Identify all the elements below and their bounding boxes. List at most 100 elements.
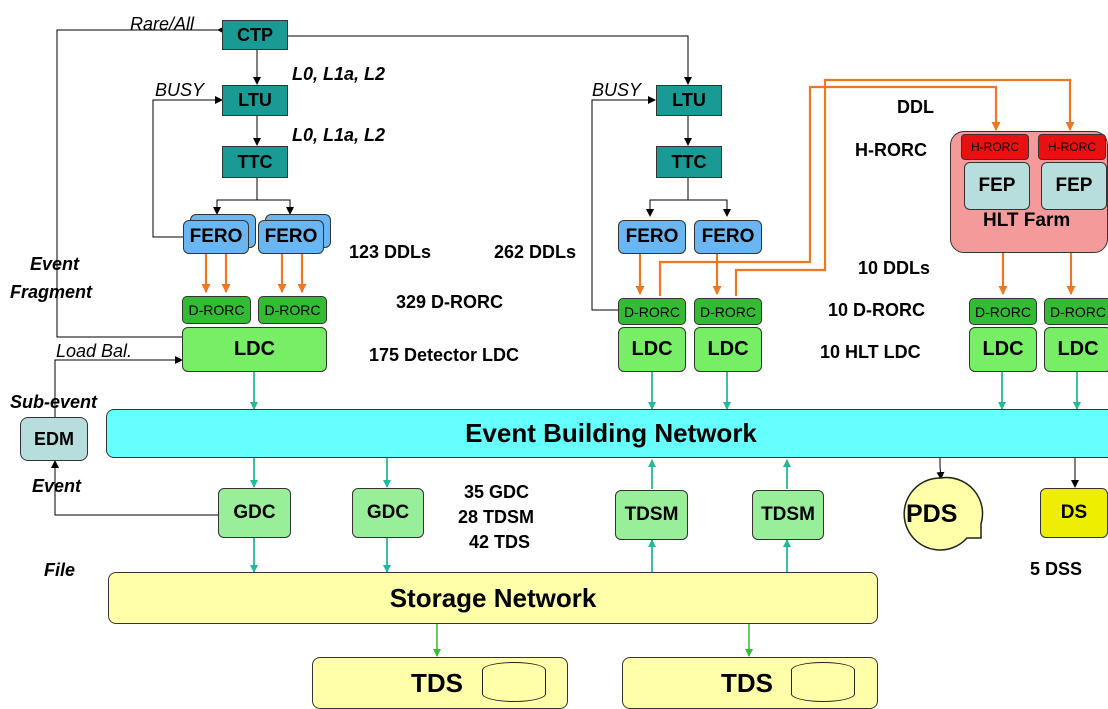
ldc-label: LDC <box>707 338 749 360</box>
ttc-box-middle: TTC <box>656 146 722 178</box>
tdsm-box-1: TDSM <box>615 490 688 540</box>
ldc-label: LDC <box>1057 338 1099 360</box>
ttc-label: TTC <box>671 151 707 172</box>
drorc-box-6: D-RORC <box>1044 298 1108 325</box>
storage-links <box>433 617 753 657</box>
fep-label: FEP <box>1055 175 1093 196</box>
ttc-box-left: TTC <box>222 146 288 178</box>
drorc-box-1: D-RORC <box>182 296 251 324</box>
hrorc-box-2: H-RORC <box>1038 134 1106 160</box>
ddl-label: DDL <box>897 97 934 117</box>
fero-label: FERO <box>701 226 755 247</box>
hrorc-label: H-RORC <box>971 140 1019 154</box>
event-label: Event <box>32 476 82 496</box>
gdc-box-1: GDC <box>218 488 291 538</box>
edm-label: EDM <box>34 428 74 449</box>
fero-box-1: FERO <box>183 220 249 254</box>
drorc-box-3: D-RORC <box>618 298 686 325</box>
count-262-ddls: 262 DDLs <box>494 242 577 262</box>
count-35-gdc: 35 GDC <box>464 482 530 502</box>
drorc-label: D-RORC <box>188 302 245 318</box>
hrorc-box-1: H-RORC <box>961 134 1029 160</box>
count-10-drorc: 10 D-RORC <box>828 300 926 320</box>
event-fragment-label-line1: Event <box>30 254 80 274</box>
ldc-box-hlt-2: LDC <box>1044 327 1108 372</box>
ltu-box-middle: LTU <box>656 85 722 116</box>
fep-box-1: FEP <box>964 162 1030 210</box>
count-10-ddls: 10 DDLs <box>858 258 931 278</box>
ds-box: DS <box>1040 488 1108 538</box>
ctp-box: CTP <box>222 20 288 50</box>
hrorc-side-label: H-RORC <box>855 140 927 160</box>
gdc-label: GDC <box>233 502 276 523</box>
fero-box-4: FERO <box>694 220 762 254</box>
count-123-ddls: 123 DDLs <box>349 242 432 262</box>
count-5-dss: 5 DSS <box>1030 559 1083 579</box>
count-10-hlt-ldc: 10 HLT LDC <box>820 342 921 362</box>
storage-network-label: Storage Network <box>389 582 597 613</box>
gdc-label: GDC <box>366 502 410 523</box>
ldc-box-middle-2: LDC <box>694 327 762 372</box>
ddl-data-lines <box>201 78 1076 296</box>
event-building-network: Event Building Network <box>106 409 1108 458</box>
tdsm-label: TDSM <box>761 504 815 525</box>
drorc-box-5: D-RORC <box>969 298 1037 325</box>
drorc-label: D-RORC <box>1050 303 1106 320</box>
sub-event-label: Sub-event <box>10 392 98 412</box>
tds-label: TDS <box>411 667 463 698</box>
drorc-box-2: D-RORC <box>258 296 327 324</box>
ldc-box-hlt-1: LDC <box>969 327 1037 372</box>
trigger-lines <box>51 26 1079 516</box>
drorc-label: D-RORC <box>700 303 756 320</box>
pds-shape <box>903 476 984 551</box>
disk-icon <box>791 662 855 702</box>
event-building-network-label: Event Building Network <box>465 418 757 448</box>
tds-label: TDS <box>721 667 773 698</box>
ds-label: DS <box>1060 502 1088 523</box>
fero-box-2: FERO <box>258 220 324 254</box>
fero-label: FERO <box>189 226 243 247</box>
drorc-label: D-RORC <box>975 303 1031 320</box>
pds-label: PDS <box>906 500 958 528</box>
storage-network: Storage Network <box>108 572 878 624</box>
drorc-box-4: D-RORC <box>694 298 762 325</box>
count-175-detector-ldc: 175 Detector LDC <box>369 345 520 365</box>
fero-label: FERO <box>264 226 318 247</box>
fep-box-2: FEP <box>1041 162 1107 210</box>
count-28-tdsm: 28 TDSM <box>458 507 535 527</box>
tdsm-box-2: TDSM <box>752 490 824 540</box>
ldc-label: LDC <box>982 338 1024 360</box>
disk-icon <box>482 662 546 702</box>
ldc-box-left: LDC <box>182 327 327 372</box>
drorc-label: D-RORC <box>264 302 321 318</box>
fero-box-3: FERO <box>618 220 686 254</box>
ldc-label: LDC <box>233 338 276 360</box>
ldc-label: LDC <box>631 338 673 360</box>
file-label: File <box>44 560 76 580</box>
ltu-box-left: LTU <box>222 85 288 116</box>
ltu-label: LTU <box>672 90 706 110</box>
load-balancing-label: Load Bal. <box>56 341 133 361</box>
ltu-label: LTU <box>238 90 272 110</box>
network-links <box>250 372 1081 573</box>
ttc-label: TTC <box>237 151 273 172</box>
busy-label-left: BUSY <box>155 80 205 100</box>
busy-label-middle: BUSY <box>592 80 642 100</box>
trigger-levels-label-2: L0, L1a, L2 <box>292 125 386 145</box>
trigger-levels-label-1: L0, L1a, L2 <box>292 64 386 84</box>
count-329-drorc: 329 D-RORC <box>396 292 504 312</box>
fero-label: FERO <box>625 226 679 247</box>
rare-all-label: Rare/All <box>130 14 195 34</box>
drorc-label: D-RORC <box>624 303 680 320</box>
count-42-tds: 42 TDS <box>469 532 531 552</box>
ctp-label: CTP <box>237 24 273 45</box>
tdsm-label: TDSM <box>624 504 679 525</box>
ldc-box-middle-1: LDC <box>618 327 686 372</box>
hlt-farm-label: HLT Farm <box>983 210 1071 231</box>
fep-label: FEP <box>978 175 1016 196</box>
hrorc-label: H-RORC <box>1048 140 1096 154</box>
event-fragment-label-line2: Fragment <box>10 282 93 302</box>
gdc-box-2: GDC <box>352 488 424 538</box>
